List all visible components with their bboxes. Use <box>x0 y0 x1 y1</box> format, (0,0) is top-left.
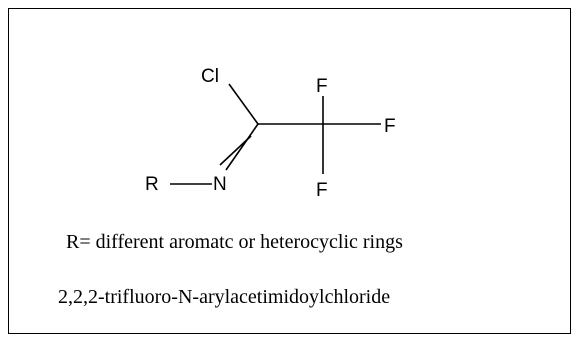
r-group-definition: R= different aromatc or heterocyclic rin… <box>66 231 403 253</box>
atom-n: N <box>213 174 227 195</box>
atom-f-bottom: F <box>316 180 328 201</box>
atom-r: R <box>145 174 159 195</box>
bond-c-cl <box>228 83 259 125</box>
bond-c-n-double-outer <box>225 123 259 171</box>
compound-name: 2,2,2-trifluoro-N-arylacetimidoylchlorid… <box>58 286 391 308</box>
atom-f-top: F <box>316 76 328 97</box>
atom-cl: Cl <box>201 66 219 87</box>
bond-c-n-double-inner <box>219 135 252 166</box>
atom-f-right: F <box>384 116 396 137</box>
figure-frame <box>8 8 571 334</box>
